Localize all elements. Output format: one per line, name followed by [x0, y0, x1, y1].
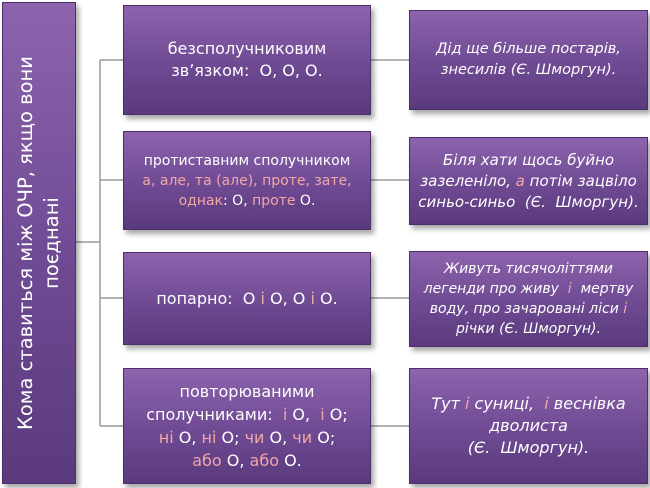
highlight-run: ні — [201, 428, 217, 447]
example-3-text: Живуть тисячоліттями легенди про живу і м… — [424, 259, 634, 339]
highlight-run: проте — [252, 192, 296, 209]
example-2-box: Біля хати щось буйно зазеленіло, а потім … — [409, 137, 648, 225]
text-run: веснівка — [548, 394, 626, 413]
root-label: Кома ставиться між ОЧР, якщо вони поєдна… — [13, 8, 65, 478]
text-run: синьо-синьо (Є. Шморгун). — [418, 192, 639, 211]
example-1-box: Дід ще більше постарів, знесилів (Є. Шмор… — [409, 10, 648, 110]
branch-2-label: протиставним сполучником а, але, та (але)… — [142, 151, 351, 211]
text-run: мертву — [571, 281, 634, 297]
text-run: Біля хати щось буйно — [442, 150, 615, 169]
root-box: Кома ставиться між ОЧР, якщо вони поєдна… — [2, 2, 76, 484]
text-run: Тут — [431, 394, 465, 413]
text-run: повторюваними — [179, 382, 315, 401]
text-run: протиставним сполучником — [143, 152, 351, 169]
highlight-run: ні — [158, 428, 174, 447]
text-run: О, — [221, 451, 250, 470]
highlight-run: і — [320, 405, 325, 424]
highlight-run: і — [310, 288, 315, 308]
text-run: О, О — [264, 288, 311, 308]
branch-1-box: безсполучниковим звʼязком: О, О, О. — [123, 5, 371, 115]
example-4-text: Тут і суниці, і веснівка дволиста (Є. Шмор… — [431, 393, 625, 459]
text-run: річки (Є. Шморгун). — [456, 321, 601, 337]
text-run: О, — [264, 428, 293, 447]
text-run: звʼязком: О, О, О. — [171, 61, 323, 80]
text-run: воду, про зачаровані ліси — [429, 301, 624, 317]
text-run: знесилів (Є. Шморгун). — [440, 62, 617, 78]
text-run: Дід ще більше постарів, — [436, 41, 621, 57]
text-run: зазеленіло, — [420, 171, 516, 190]
example-3-box: Живуть тисячоліттями легенди про живу і м… — [409, 251, 648, 347]
text-run: О, — [287, 405, 321, 424]
text-run: дволиста — [489, 416, 568, 435]
root-label-line2: поєднані — [40, 197, 63, 289]
example-4-box: Тут і суниці, і веснівка дволиста (Є. Шмор… — [409, 368, 648, 484]
highlight-run: або — [249, 451, 279, 470]
highlight-run: і — [282, 405, 288, 424]
text-run: Живуть тисячоліттями — [443, 261, 613, 277]
highlight-run: чи — [292, 428, 313, 447]
text-run: легенди про живу — [423, 281, 568, 297]
text-run: О; — [312, 428, 336, 447]
text-run: О, — [173, 428, 202, 447]
text-run: О. — [279, 451, 302, 470]
text-run: попарно: О — [156, 288, 261, 308]
highlight-run: а, але, та (але), проте, зате, — [142, 172, 352, 189]
highlight-run: і — [544, 394, 549, 413]
text-run: потім зацвіло — [524, 171, 637, 190]
text-run: О. — [295, 192, 316, 209]
text-run: суниці, — [469, 394, 545, 413]
branch-1-label: безсполучниковим звʼязком: О, О, О. — [168, 38, 327, 82]
text-run: безсполучниковим — [167, 39, 327, 58]
text-run: сполучниками: — [146, 405, 283, 424]
highlight-run: і — [464, 394, 470, 413]
text-run: (Є. Шморгун). — [467, 438, 590, 457]
example-1-text: Дід ще більше постарів, знесилів (Є. Шмор… — [436, 39, 621, 81]
highlight-run: однак — [178, 192, 224, 209]
highlight-run: і — [260, 288, 265, 308]
root-label-line1: Кома ставиться між ОЧР, якщо вони — [14, 56, 37, 430]
branch-2-box: протиставним сполучником а, але, та (але)… — [123, 131, 371, 230]
highlight-run: чи — [244, 428, 265, 447]
highlight-run: або — [192, 451, 222, 470]
branch-3-label: попарно: О і О, О і О. — [156, 288, 337, 310]
highlight-run: а — [515, 171, 525, 190]
highlight-run: і — [623, 301, 628, 317]
text-run: : О, — [223, 192, 253, 209]
text-run: О; — [216, 428, 245, 447]
example-2-text: Біля хати щось буйно зазеленіло, а потім … — [418, 150, 638, 213]
text-run: О; — [324, 405, 348, 424]
highlight-run: і — [567, 281, 572, 297]
branch-3-box: попарно: О і О, О і О. — [123, 252, 371, 345]
text-run: О. — [314, 288, 338, 308]
